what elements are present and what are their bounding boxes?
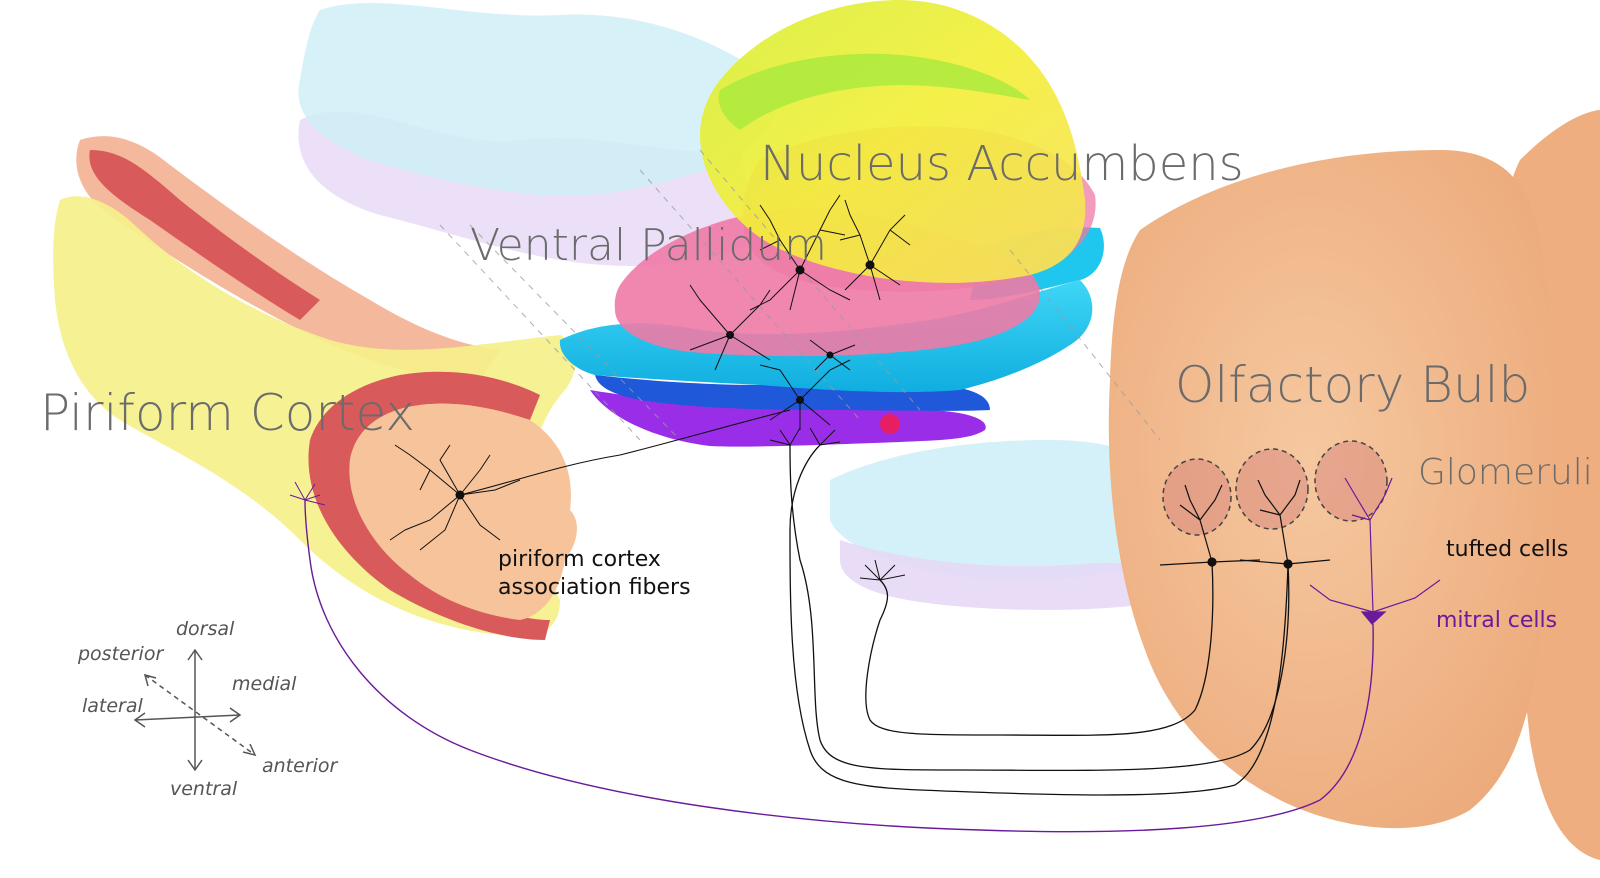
compass-horizontal-axis <box>134 714 241 721</box>
injection-site-dot <box>880 414 900 434</box>
projection-guides <box>439 149 1161 441</box>
structure-labels: Nucleus Accumbens Ventral Pallidum Pirif… <box>40 136 1593 633</box>
label-mitral-cells: mitral cells <box>1436 608 1557 633</box>
ghost-blue-lower <box>830 440 1150 580</box>
label-nucleus-accumbens: Nucleus Accumbens <box>760 136 1244 192</box>
tufted-cells <box>1159 479 1331 569</box>
compass-label-posterior: posterior <box>77 643 164 665</box>
projection-axons <box>304 444 1374 833</box>
piriform-association-fiber <box>459 409 791 496</box>
label-tufted-cells: tufted cells <box>1446 537 1568 562</box>
glomerulus-1 <box>1162 458 1232 536</box>
label-glomeruli: Glomeruli <box>1418 452 1593 493</box>
label-association-fibers-line1: piriform cortex <box>498 547 661 572</box>
compass-label-medial: medial <box>232 673 297 695</box>
compass-posterior-arrowhead <box>143 673 157 687</box>
tubercle-neuron-dendrites-2 <box>809 339 856 371</box>
nucleus-accumbens-green-band <box>718 53 1030 130</box>
tufted-axon-3 <box>789 444 1289 796</box>
tufted-cell-dendrites-1 <box>1159 484 1261 566</box>
piriform-cortex-shape <box>53 136 577 640</box>
ghost-blue-upper <box>298 3 777 196</box>
glomerulus-3 <box>1314 440 1388 522</box>
piriform-upper-red <box>89 150 320 320</box>
tufted-cell-dendrites-2 <box>1239 479 1331 565</box>
tufted-axon-2 <box>789 444 1290 772</box>
ventral-pallidum-neurons <box>689 284 856 446</box>
guide-line-4 <box>699 149 921 411</box>
piriform-peach-core <box>349 403 577 620</box>
compass-diagonal-axis <box>144 674 256 756</box>
mitral-cell-dendrites <box>1309 477 1441 613</box>
nucleus-accumbens-shape <box>700 0 1096 292</box>
guide-line-1 <box>439 224 641 441</box>
nucleus-accumbens-neurons <box>749 194 911 311</box>
piriform-red-band <box>308 371 550 640</box>
guide-line-5 <box>1009 249 1161 441</box>
piriform-mitral-terminal <box>289 481 326 506</box>
piriform-neuron-dendrites <box>389 444 521 551</box>
label-ventral-pallidum: Ventral Pallidum <box>470 220 827 271</box>
vp-neuron-dendrites-1 <box>689 284 771 371</box>
ghost-lavender-lower <box>840 540 1150 610</box>
compass-label-lateral: lateral <box>82 695 144 717</box>
compass-anterior-arrowhead <box>242 743 257 757</box>
tubercle-terminal-arbor <box>769 427 841 446</box>
label-olfactory-bulb: Olfactory Bulb <box>1175 356 1530 414</box>
tufted-axon-1 <box>865 561 1214 736</box>
guide-line-3 <box>639 169 861 421</box>
guide-line-2 <box>469 224 681 441</box>
compass-label-anterior: anterior <box>262 755 339 777</box>
piriform-neuron <box>389 409 791 551</box>
orientation-compass: dorsal ventral posterior anterior latera… <box>77 618 339 800</box>
neurons <box>289 194 911 581</box>
label-association-fibers-line2: association fibers <box>498 575 691 600</box>
compass-medial-arrowhead <box>229 707 242 723</box>
na-neuron-dendrites-2 <box>839 199 911 301</box>
piriform-upper-fold <box>76 136 500 380</box>
compass-ventral-arrowhead <box>187 759 203 772</box>
compass-label-dorsal: dorsal <box>176 618 235 640</box>
compass-label-ventral: ventral <box>170 778 238 800</box>
mitral-cell <box>1309 477 1441 625</box>
compass-dorsal-arrowhead <box>187 648 203 661</box>
mitral-axon <box>304 499 1374 833</box>
label-piriform-cortex: Piriform Cortex <box>40 384 415 442</box>
ghost-terminal-arbor <box>859 559 906 581</box>
glomerulus-2 <box>1235 448 1309 530</box>
na-neuron-dendrites-1 <box>749 194 851 311</box>
compass-lateral-arrowhead <box>133 712 146 728</box>
glomeruli-group <box>1162 440 1388 536</box>
ghost-structures <box>298 3 1150 610</box>
tubercle-neuron-dendrites-1 <box>759 359 851 430</box>
